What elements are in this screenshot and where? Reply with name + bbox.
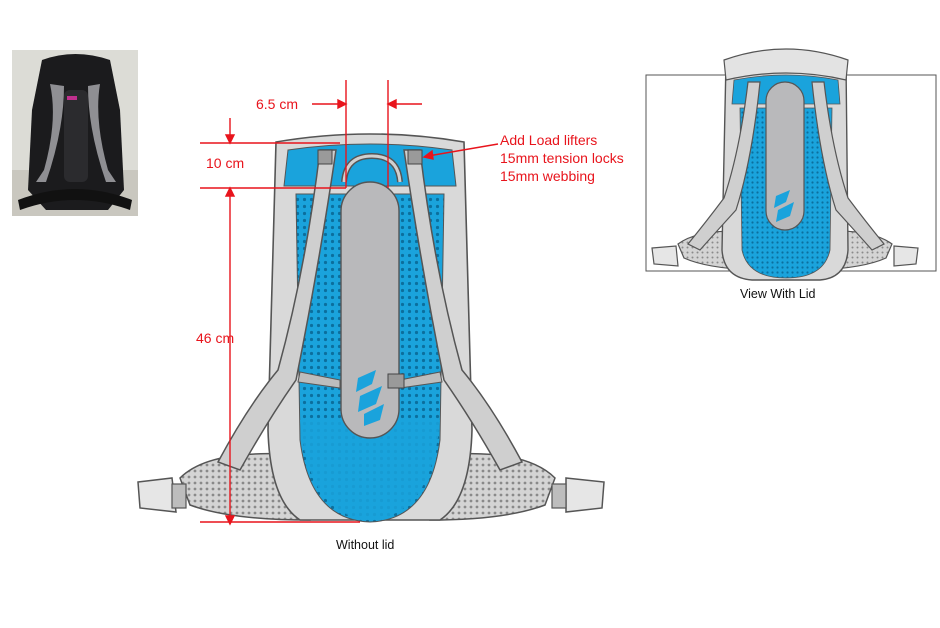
- backpack-photo: [12, 50, 138, 216]
- caption-without-lid: Without lid: [336, 538, 395, 552]
- logo-mark: [356, 370, 384, 426]
- dimension-lifter-spacing: 6.5 cm: [256, 96, 299, 112]
- dimension-lifter-drop: 10 cm: [206, 155, 245, 171]
- caption-with-lid: View With Lid: [740, 287, 816, 301]
- dimension-back-length: 46 cm: [196, 330, 235, 346]
- annotation-line-3: 15mm webbing: [500, 168, 595, 184]
- annotation-line-2: 15mm tension locks: [500, 150, 624, 166]
- annotation-line-1: Add Load lifters: [500, 132, 598, 148]
- annotation-note: Add Load lifters 15mm tension locks 15mm…: [500, 131, 624, 185]
